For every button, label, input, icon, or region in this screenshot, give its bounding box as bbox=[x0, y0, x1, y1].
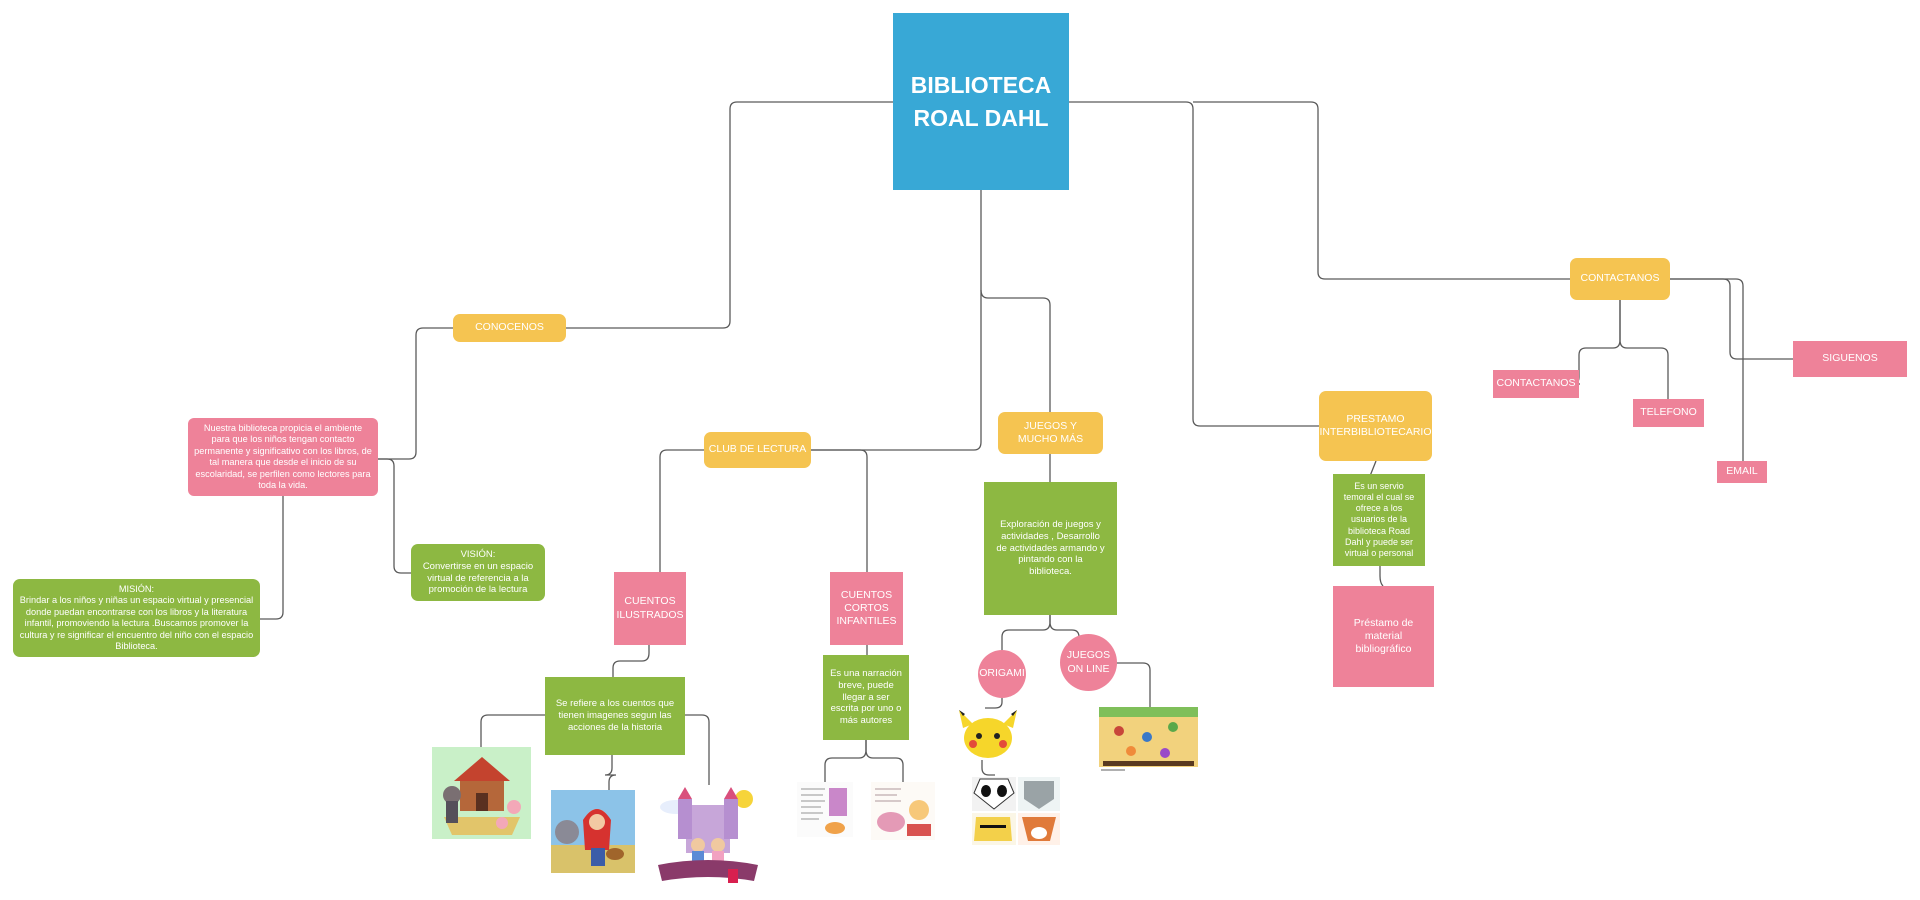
email-label: EMAIL bbox=[1726, 465, 1758, 478]
red-riding-hood-illustration bbox=[551, 790, 635, 873]
origami-label: ORIGAMI bbox=[979, 667, 1025, 680]
root-title-line-1: BIBLIOTECA bbox=[910, 72, 1052, 99]
cuentos-cortos-label: CUENTOS CORTOS INFANTILES bbox=[836, 588, 897, 628]
root-title-line-2: ROAL DAHL bbox=[913, 104, 1049, 131]
animal-origami-grid bbox=[972, 777, 1060, 845]
prestamo-node[interactable]: PRESTAMO INTERBIBLIOTECARIO bbox=[1319, 391, 1432, 461]
mision-node[interactable]: MISIÓN: Brindar a los niños y niñas un e… bbox=[13, 579, 260, 657]
short-story-page-1 bbox=[797, 782, 853, 837]
prestamo-material-text: Préstamo de material bibliográfico bbox=[1353, 616, 1414, 656]
wolf-and-pigs-illustration bbox=[432, 747, 531, 839]
conocenos-label: CONOCENOS bbox=[475, 321, 544, 334]
cuentos-ilustrados-node[interactable]: CUENTOS ILUSTRADOS bbox=[614, 572, 686, 645]
juegos-description-text: Exploración de juegos y actividades , De… bbox=[996, 518, 1105, 578]
cuentos-ilustrados-description-text: Se refiere a los cuentos que tienen imag… bbox=[555, 698, 675, 733]
conocenos-description-node[interactable]: Nuestra biblioteca propicia el ambiente … bbox=[188, 418, 378, 496]
vision-text: Convertirse en un espacio virtual de ref… bbox=[422, 560, 534, 596]
origami-node[interactable]: ORIGAMI bbox=[978, 650, 1026, 698]
siguenos-label: SIGUENOS bbox=[1822, 352, 1878, 365]
root-title-box[interactable]: BIBLIOTECA ROAL DAHL bbox=[893, 13, 1069, 190]
contactanos-sub-label: CONTACTANOS bbox=[1496, 377, 1576, 390]
juegos-label: JUEGOS Y MUCHO MÁS bbox=[1017, 419, 1084, 445]
short-story-page-2 bbox=[871, 782, 935, 840]
contactanos-label: CONTACTANOS bbox=[1580, 272, 1660, 285]
cuentos-cortos-node[interactable]: CUENTOS CORTOS INFANTILES bbox=[830, 572, 903, 645]
contactanos-node[interactable]: CONTACTANOS bbox=[1570, 258, 1670, 300]
castle-pop-up-book-illustration bbox=[658, 787, 758, 883]
prestamo-label: PRESTAMO INTERBIBLIOTECARIO bbox=[1319, 412, 1432, 438]
mision-title: MISIÓN: bbox=[118, 583, 155, 594]
mision-text: Brindar a los niños y niñas un espacio v… bbox=[19, 595, 254, 651]
cuentos-ilustrados-description-node[interactable]: Se refiere a los cuentos que tienen imag… bbox=[545, 677, 685, 755]
prestamo-description-text: Es un servio temoral el cual se ofrece a… bbox=[1343, 480, 1415, 559]
club-de-lectura-node[interactable]: CLUB DE LECTURA bbox=[704, 432, 811, 468]
contactanos-sub-node[interactable]: CONTACTANOS bbox=[1493, 370, 1579, 398]
siguenos-node[interactable]: SIGUENOS bbox=[1793, 341, 1907, 377]
email-node[interactable]: EMAIL bbox=[1717, 461, 1767, 483]
juegos-online-node[interactable]: JUEGOS ON LINE bbox=[1060, 634, 1117, 691]
juegos-node[interactable]: JUEGOS Y MUCHO MÁS bbox=[998, 412, 1103, 454]
cuentos-cortos-description-node[interactable]: Es una narración breve, puede llegar a s… bbox=[823, 655, 909, 740]
vision-node[interactable]: VISIÓN: Convertirse en un espacio virtua… bbox=[411, 544, 545, 601]
juegos-online-label: JUEGOS ON LINE bbox=[1066, 649, 1111, 675]
prestamo-material-node[interactable]: Préstamo de material bibliográfico bbox=[1333, 586, 1434, 687]
cuentos-ilustrados-label: CUENTOS ILUSTRADOS bbox=[616, 595, 684, 621]
online-game-screenshot bbox=[1099, 707, 1198, 771]
prestamo-description-node[interactable]: Es un servio temoral el cual se ofrece a… bbox=[1333, 474, 1425, 566]
telefono-label: TELEFONO bbox=[1640, 406, 1697, 419]
telefono-node[interactable]: TELEFONO bbox=[1633, 399, 1704, 427]
club-de-lectura-label: CLUB DE LECTURA bbox=[708, 443, 807, 456]
cuentos-cortos-description-text: Es una narración breve, puede llegar a s… bbox=[830, 667, 902, 727]
conocenos-description-text: Nuestra biblioteca propicia el ambiente … bbox=[194, 422, 372, 491]
juegos-description-node[interactable]: Exploración de juegos y actividades , De… bbox=[984, 482, 1117, 615]
pikachu-origami bbox=[959, 710, 1017, 758]
vision-title: VISIÓN: bbox=[460, 548, 496, 560]
conocenos-node[interactable]: CONOCENOS bbox=[453, 314, 566, 342]
